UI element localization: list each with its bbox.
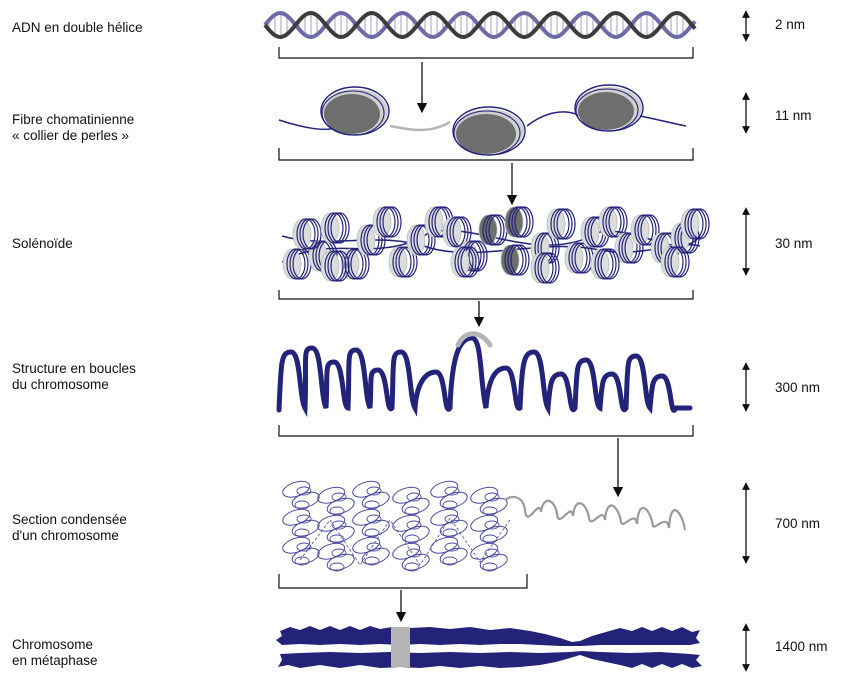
metaphase-chromosome	[276, 626, 702, 668]
bracket-1	[279, 47, 693, 58]
nucleosome	[321, 87, 389, 135]
dna-double-helix	[265, 13, 695, 37]
solenoid	[282, 207, 709, 283]
bracket-3	[279, 290, 693, 299]
bracket-4	[279, 425, 693, 436]
nucleosome	[575, 85, 643, 131]
loop-structure	[279, 334, 690, 411]
beads-on-string	[279, 85, 686, 155]
condensed-section	[281, 478, 685, 573]
bracket-5	[279, 574, 527, 588]
centromere	[391, 627, 410, 667]
nucleosome	[453, 107, 525, 155]
